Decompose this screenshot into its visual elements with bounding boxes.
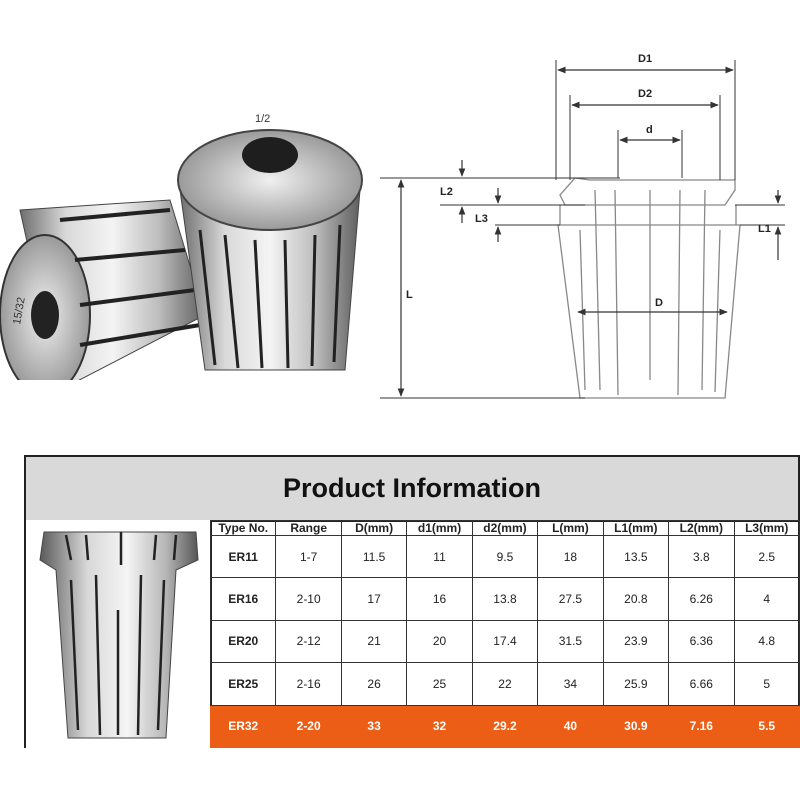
- table-cell: 9.5: [471, 534, 539, 579]
- table-cell: 32: [406, 704, 473, 749]
- label-L2: L2: [440, 186, 453, 198]
- header-type-no: Type No.: [209, 520, 277, 536]
- spec-table: Type No. Range D(mm) d1(mm) d2(mm) L(mm)…: [209, 520, 800, 749]
- table-cell: 21: [340, 619, 408, 664]
- extension-lines: [380, 60, 785, 399]
- left-collet-marking: 15/32: [11, 296, 28, 325]
- table-cell: 4.8: [733, 619, 800, 664]
- header-L1: L1(mm): [602, 520, 670, 536]
- table-cell: 7.16: [668, 704, 735, 749]
- table-row: ER11 1-7 11.5 11 9.5 18 13.5 3.8 2.5: [209, 534, 800, 579]
- table-cell: 5.5: [733, 704, 800, 749]
- table-cell: 23.9: [602, 619, 670, 664]
- table-cell: 17: [340, 577, 408, 621]
- table-cell: 30.9: [602, 704, 670, 749]
- table-cell: 6.26: [668, 577, 735, 621]
- table-row: ER20 2-12 21 20 17.4 31.5 23.9 6.36 4.8: [209, 619, 800, 664]
- table-cell: 2-16: [275, 662, 342, 706]
- table-cell: 6.36: [668, 619, 735, 664]
- table-cell: 2-20: [275, 704, 342, 749]
- table-cell: 16: [406, 577, 473, 621]
- table-cell: 25: [406, 662, 473, 706]
- dimension-labels: D1 D2 d L2 L3 L1 L D: [406, 53, 771, 309]
- table-row-highlighted: ER32 2-20 33 32 29.2 40 30.9 7.16 5.5: [209, 704, 800, 749]
- table-cell: 34: [537, 662, 604, 706]
- table-cell: 33: [340, 704, 408, 749]
- table-cell: 11: [406, 534, 473, 579]
- table-cell: ER20: [209, 619, 277, 664]
- table-cell: 4: [733, 577, 800, 621]
- table-cell: 1-7: [275, 534, 342, 579]
- header-D: D(mm): [340, 520, 408, 536]
- table-cell: ER16: [209, 577, 277, 621]
- header-L2: L2(mm): [668, 520, 735, 536]
- table-cell: 22: [471, 662, 539, 706]
- label-d: d: [646, 124, 653, 136]
- header-L: L(mm): [537, 520, 604, 536]
- table-cell: 2.5: [733, 534, 800, 579]
- table-cell: 29.2: [471, 704, 539, 749]
- label-L3: L3: [475, 213, 488, 225]
- table-cell: 40: [537, 704, 604, 749]
- table-row: ER25 2-16 26 25 22 34 25.9 6.66 5: [209, 662, 800, 706]
- header-d1: d1(mm): [406, 520, 473, 536]
- label-D1: D1: [638, 53, 652, 65]
- table-cell: 17.4: [471, 619, 539, 664]
- collet-photo: 15/32 1/2: [0, 113, 363, 380]
- collet-thumbnail: [26, 520, 212, 748]
- dimension-arrows: [397, 66, 782, 397]
- left-collet: 15/32: [0, 199, 206, 380]
- table-cell: 27.5: [537, 577, 604, 621]
- table-cell: 26: [340, 662, 408, 706]
- collet-outline: [557, 177, 741, 399]
- header-L3: L3(mm): [733, 520, 800, 536]
- label-L1: L1: [758, 223, 771, 235]
- table-cell: 2-10: [275, 577, 342, 621]
- header-d2: d2(mm): [471, 520, 539, 536]
- label-D: D: [655, 297, 663, 309]
- table-cell: 20.8: [602, 577, 670, 621]
- table-cell: 20: [406, 619, 473, 664]
- product-info-title: Product Information: [26, 457, 798, 522]
- table-cell: 13.8: [471, 577, 539, 621]
- right-collet-marking: 1/2: [255, 113, 270, 125]
- table-cell: 18: [537, 534, 604, 579]
- table-cell: 25.9: [602, 662, 670, 706]
- label-D2: D2: [638, 88, 652, 100]
- spec-table-header-row: Type No. Range D(mm) d1(mm) d2(mm) L(mm)…: [209, 520, 800, 536]
- table-cell: ER11: [209, 534, 277, 579]
- dimension-drawing: D1 D2 d L2 L3 L1 L D: [380, 53, 785, 399]
- table-row: ER16 2-10 17 16 13.8 27.5 20.8 6.26 4: [209, 577, 800, 621]
- table-cell: 2-12: [275, 619, 342, 664]
- table-cell: 13.5: [602, 534, 670, 579]
- table-cell: 31.5: [537, 619, 604, 664]
- right-collet: 1/2: [177, 113, 363, 371]
- table-cell: ER32: [209, 704, 277, 749]
- table-cell: 6.66: [668, 662, 735, 706]
- table-cell: ER25: [209, 662, 277, 706]
- label-L: L: [406, 289, 413, 301]
- collet-thumbnail-image: [39, 531, 199, 739]
- product-info-panel: Product Information: [24, 455, 800, 749]
- table-cell: 5: [733, 662, 800, 706]
- table-cell: 3.8: [668, 534, 735, 579]
- header-range: Range: [275, 520, 342, 536]
- table-cell: 11.5: [340, 534, 408, 579]
